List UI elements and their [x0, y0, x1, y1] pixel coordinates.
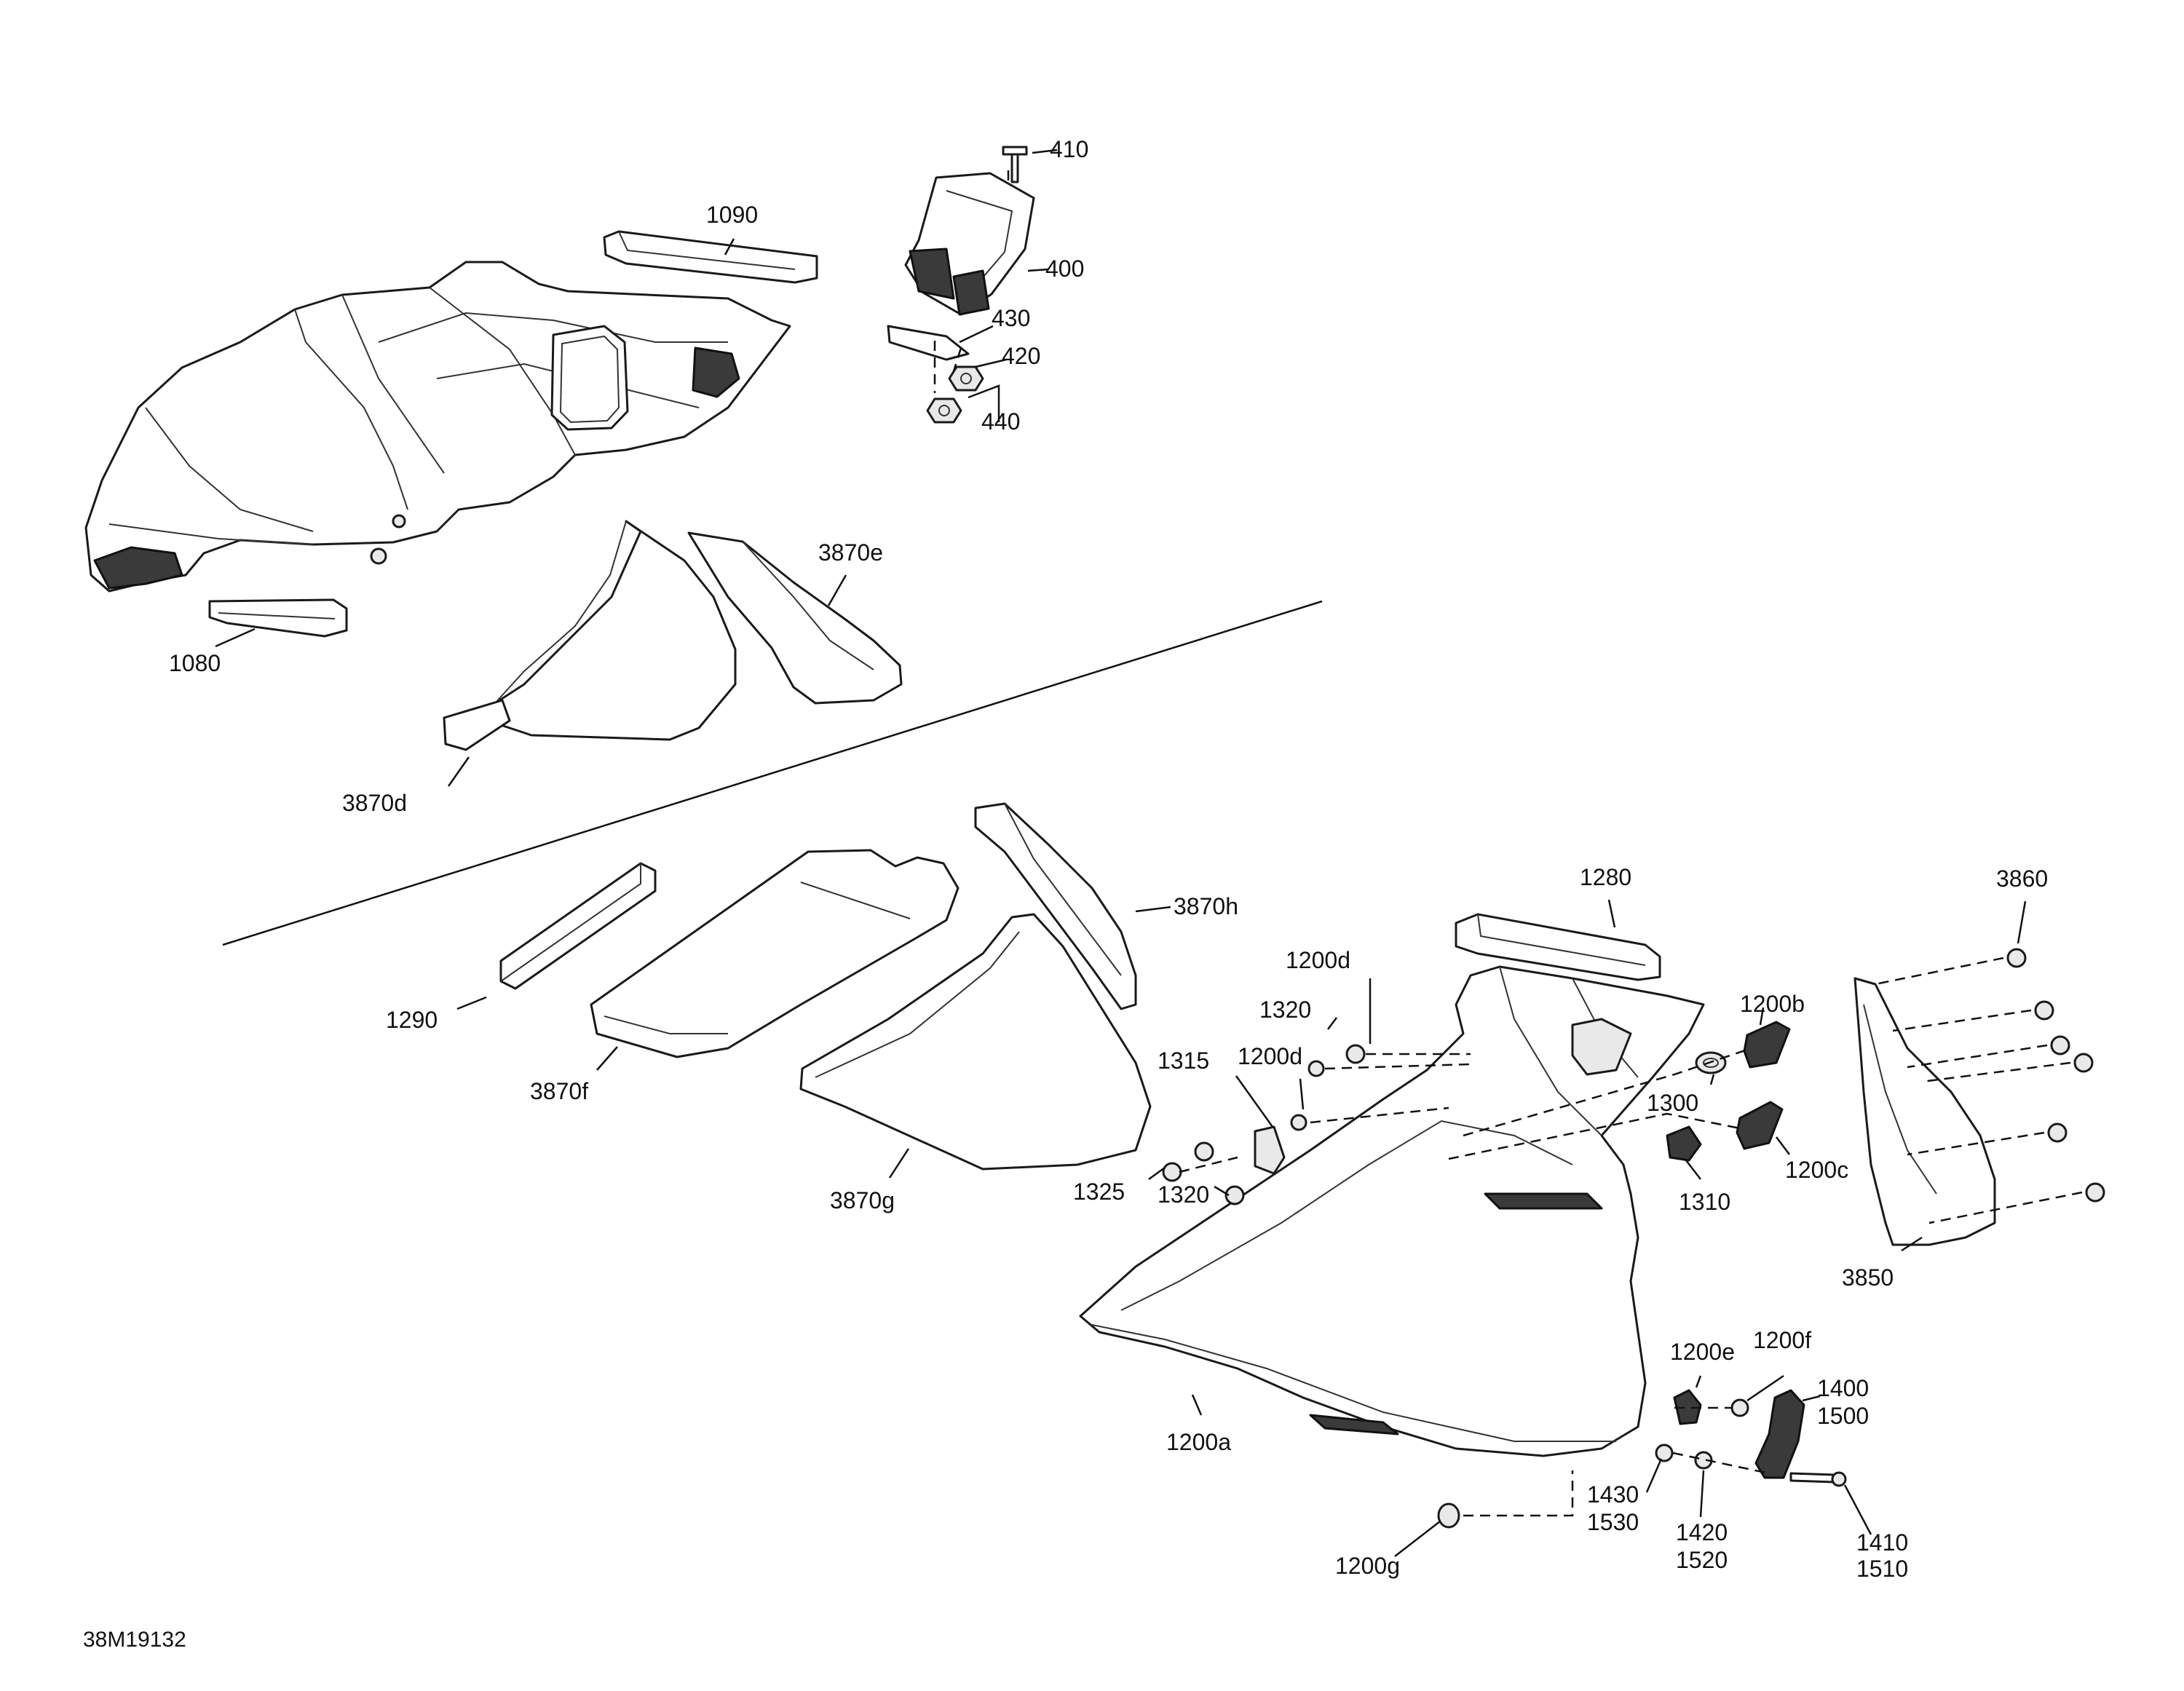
- callout-labels: 410 400 430 420 440 1090 1080 3870e 3870…: [169, 136, 2048, 1582]
- leader-lines: [215, 148, 2027, 1557]
- figure-reference-code: 38M19132: [83, 1628, 186, 1652]
- callout-1200d-upper: 1200d: [1286, 947, 1350, 973]
- callout-1400: 1400: [1817, 1375, 1869, 1401]
- callout-3870h: 3870h: [1174, 893, 1238, 919]
- fastener-1200c[interactable]: [1736, 1101, 1784, 1150]
- grommet-1310[interactable]: [1666, 1125, 1702, 1162]
- callout-1500: 1500: [1817, 1403, 1869, 1429]
- callout-1200a: 1200a: [1166, 1429, 1231, 1455]
- callout-3870e: 3870e: [818, 539, 883, 566]
- callout-1315: 1315: [1158, 1048, 1209, 1074]
- callout-3850: 3850: [1842, 1264, 1894, 1291]
- callout-1200f: 1200f: [1753, 1327, 1811, 1353]
- decal-3870g[interactable]: [799, 913, 1152, 1171]
- bolt-410[interactable]: [1002, 146, 1028, 183]
- callout-1200b: 1200b: [1740, 991, 1805, 1017]
- deflector-1400-1500[interactable]: [1754, 1389, 1805, 1479]
- bolt-1410-1510[interactable]: [1789, 1471, 1847, 1487]
- foam-strip-1080[interactable]: [208, 598, 348, 638]
- callout-1200c: 1200c: [1785, 1157, 1848, 1183]
- bracket-1315[interactable]: [1254, 1125, 1286, 1175]
- callout-430: 430: [992, 305, 1030, 331]
- nut-420[interactable]: [948, 365, 984, 392]
- callout-1200d-lower: 1200d: [1238, 1043, 1302, 1069]
- screw-1200f[interactable]: [1730, 1398, 1749, 1417]
- side-panel-1200a[interactable]: [1079, 965, 1705, 1457]
- decal-3870d[interactable]: [443, 520, 737, 751]
- callout-3860: 3860: [1996, 866, 2048, 892]
- clip-430[interactable]: [887, 325, 970, 361]
- callout-1420: 1420: [1676, 1519, 1728, 1545]
- callout-1325: 1325: [1073, 1179, 1125, 1205]
- headlight-mount-bracket-400[interactable]: [904, 172, 1035, 316]
- callout-3870f: 3870f: [530, 1078, 588, 1104]
- callout-1200e: 1200e: [1670, 1339, 1735, 1365]
- callout-1530: 1530: [1587, 1509, 1639, 1535]
- decal-3870f[interactable]: [590, 849, 960, 1058]
- decal-3870e[interactable]: [687, 531, 903, 705]
- callout-410: 410: [1050, 136, 1088, 162]
- assembly-dashed-lines: [933, 170, 2083, 1517]
- decal-3870h[interactable]: [974, 802, 1137, 1010]
- fastener-1200b[interactable]: [1743, 1021, 1791, 1069]
- callout-440: 440: [981, 408, 1020, 435]
- nut-440[interactable]: [926, 397, 962, 424]
- callout-3870d: 3870d: [342, 790, 407, 816]
- callout-3870g: 3870g: [830, 1187, 895, 1213]
- callout-1090: 1090: [706, 202, 758, 228]
- callout-1290: 1290: [386, 1007, 438, 1033]
- clip-1200e[interactable]: [1673, 1389, 1702, 1425]
- callout-1320-lower: 1320: [1158, 1181, 1209, 1208]
- foam-strip-1280[interactable]: [1455, 913, 1661, 981]
- callout-1430: 1430: [1587, 1481, 1639, 1508]
- plug-1200g[interactable]: [1437, 1502, 1460, 1529]
- callout-400: 400: [1045, 256, 1084, 282]
- callout-1410: 1410: [1856, 1529, 1908, 1556]
- foam-strip-1090[interactable]: [603, 230, 818, 284]
- front-body-panel[interactable]: [84, 261, 791, 593]
- nut-1430-1530[interactable]: [1655, 1444, 1674, 1462]
- foam-block-1290[interactable]: [499, 862, 657, 990]
- callout-1320-upper: 1320: [1259, 997, 1311, 1023]
- screws-3860[interactable]: [2006, 948, 2105, 1203]
- callout-1510: 1510: [1856, 1556, 1908, 1582]
- callout-420: 420: [1002, 343, 1040, 369]
- hood-vent-panel-3850[interactable]: [1853, 977, 1996, 1246]
- callout-1080: 1080: [169, 650, 221, 676]
- callout-1310: 1310: [1679, 1189, 1730, 1215]
- callout-1280: 1280: [1580, 864, 1631, 890]
- section-divider-line: [222, 600, 1323, 946]
- callout-1300: 1300: [1647, 1090, 1698, 1116]
- callout-1520: 1520: [1676, 1547, 1728, 1573]
- washers-1320-1325[interactable]: [1162, 1044, 1366, 1205]
- callout-1200g: 1200g: [1335, 1553, 1400, 1579]
